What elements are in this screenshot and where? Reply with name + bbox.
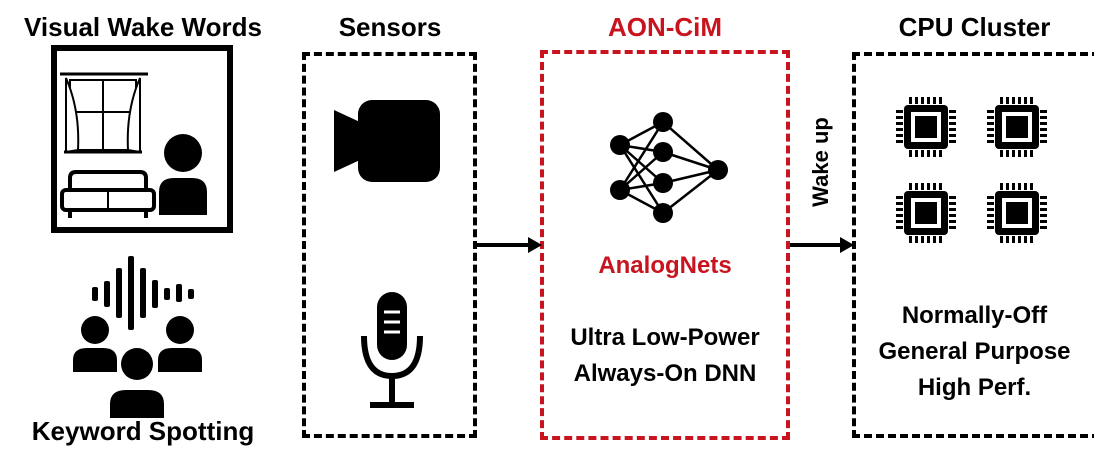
cpu-chip-icon: [896, 183, 956, 243]
cpu-chip-icon: [987, 183, 1047, 243]
cpu-chip-icon: [896, 97, 956, 157]
cpu-desc-line2: General Purpose: [878, 338, 1071, 365]
microphone-icon: [361, 292, 423, 408]
aon-title: AON-CiM: [607, 12, 723, 42]
aon-desc-line2: Always-On DNN: [573, 360, 757, 387]
sensors-title: Sensors: [338, 12, 442, 42]
sensors-to-aon-arrow: [477, 237, 542, 253]
aon-desc-line1: Ultra Low-Power: [570, 324, 760, 351]
sofa-icon: [60, 170, 156, 218]
video-camera-icon: [334, 100, 440, 182]
analognets-label: AnalogNets: [598, 252, 732, 279]
group-icon: [73, 316, 202, 421]
kws-title: Keyword Spotting: [31, 416, 255, 446]
cpu-title: CPU Cluster: [898, 12, 1051, 42]
living-room-icon: [51, 45, 233, 233]
person-icon: [159, 134, 207, 215]
window-curtain-icon: [60, 72, 148, 154]
aon-to-cpu-arrow: [790, 237, 854, 253]
sensors-box: [302, 52, 477, 438]
wake-up-label: Wake up: [808, 117, 833, 207]
neural-network-icon: [610, 112, 728, 223]
cpu-desc-line1: Normally-Off: [901, 302, 1048, 329]
cpu-desc-line3: High Perf.: [917, 374, 1032, 401]
cpu-chip-icon: [987, 97, 1047, 157]
sound-wave-icon: [92, 256, 194, 330]
vww-title: Visual Wake Words: [24, 12, 262, 42]
